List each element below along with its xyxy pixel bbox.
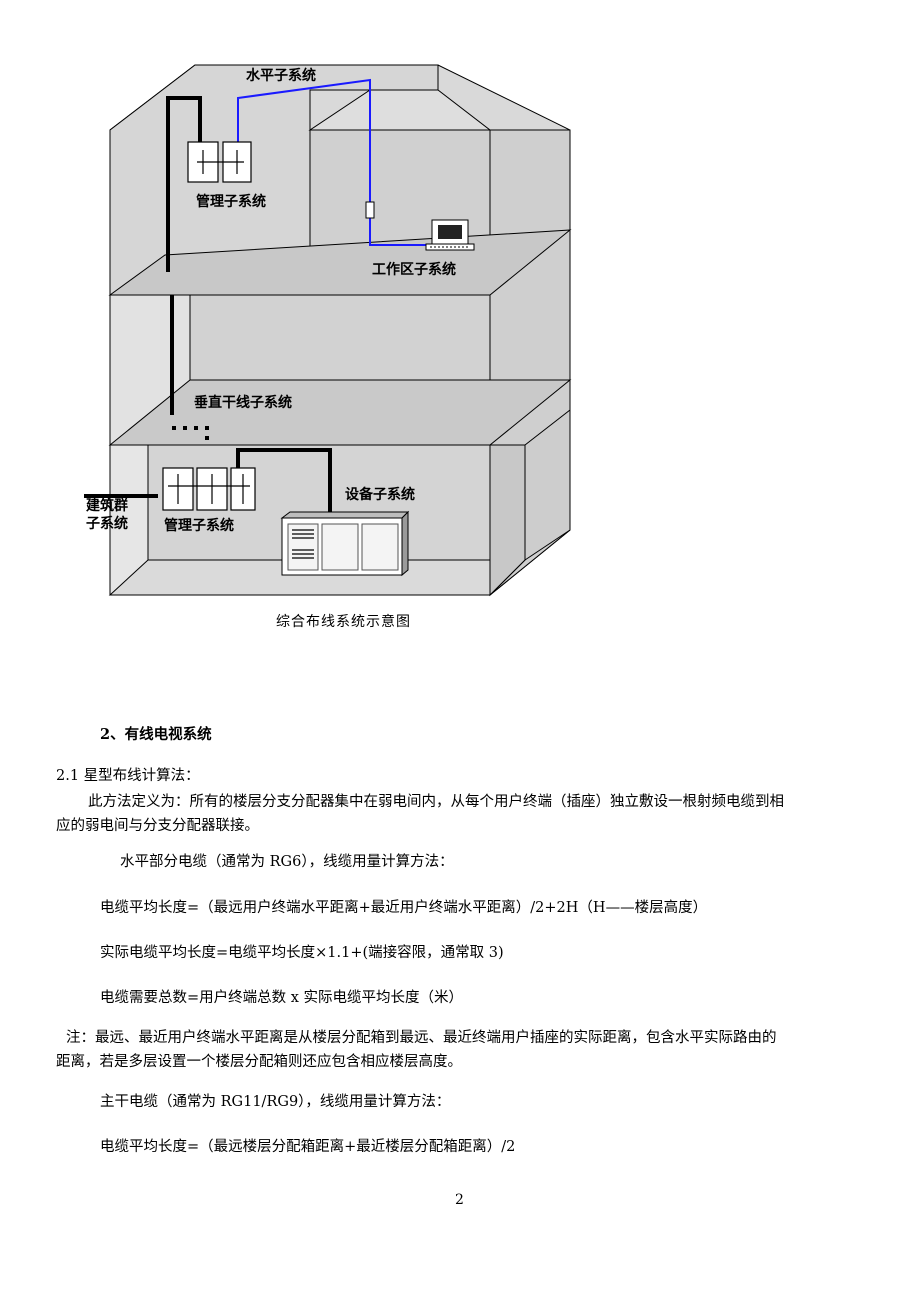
note-line-2: 距离，若是多层设置一个楼层分配箱则还应包含相应楼层高度。 [56, 1054, 462, 1070]
building-illustration [84, 64, 572, 597]
patch-panel-top [187, 141, 252, 183]
backbone-cable [84, 96, 332, 518]
backbone-dots [172, 426, 209, 440]
note-line-1: 注：最远、最近用户终端水平距离是从楼层分配箱到最远、最近终端用户插座的实际距离，… [66, 1030, 777, 1046]
formula-average-length: 电缆平均长度=（最远用户终端水平距离+最近用户终端水平距离）/2+2H（H——楼… [100, 900, 708, 916]
trunk-cable-intro: 主干电缆（通常为 RG11/RG9），线缆用量计算方法： [100, 1094, 451, 1110]
formula-trunk-length: 电缆平均长度=（最远楼层分配箱距离+最近楼层分配箱距离）/2 [100, 1139, 516, 1155]
patch-panel-bottom [162, 467, 256, 511]
cabling-system-diagram: 水平子系统 管理子系统 工作区子系统 垂直干线子系统 设备子系统 建筑群 子系统… [60, 50, 600, 610]
horizontal-cable-intro: 水平部分电缆（通常为 RG6），线缆用量计算方法： [120, 854, 454, 870]
horizontal-cable [237, 78, 430, 246]
label-work-area-subsystem: 工作区子系统 [372, 262, 456, 278]
definition-line-2: 应的弱电间与分支分配器联接。 [56, 818, 259, 834]
subsection-heading: 2.1 星型布线计算法： [56, 768, 200, 784]
label-vertical-subsystem: 垂直干线子系统 [194, 395, 292, 411]
section-heading: 2、有线电视系统 [100, 726, 212, 743]
page-number: 2 [455, 1192, 464, 1208]
computer-icon [425, 219, 475, 251]
label-admin-subsystem-top: 管理子系统 [196, 194, 266, 210]
label-horizontal-subsystem: 水平子系统 [246, 68, 316, 84]
formula-total-length: 电缆需要总数=用户终端总数 x 实际电缆平均长度（米） [100, 990, 464, 1006]
label-campus-subsystem-line2: 子系统 [86, 516, 128, 532]
definition-line-1: 此方法定义为：所有的楼层分支分配器集中在弱电间内，从每个用户终端（插座）独立敷设… [88, 794, 784, 810]
wall-outlet-icon [365, 201, 375, 219]
diagram-caption: 综合布线系统示意图 [276, 614, 411, 630]
label-campus-subsystem-line1: 建筑群 [86, 498, 128, 514]
label-admin-subsystem-bottom: 管理子系统 [164, 518, 234, 534]
equipment-cabinet-icon [280, 510, 410, 577]
formula-actual-length: 实际电缆平均长度=电缆平均长度×1.1+(端接容限，通常取 3) [100, 945, 504, 961]
label-equipment-subsystem: 设备子系统 [345, 487, 415, 503]
